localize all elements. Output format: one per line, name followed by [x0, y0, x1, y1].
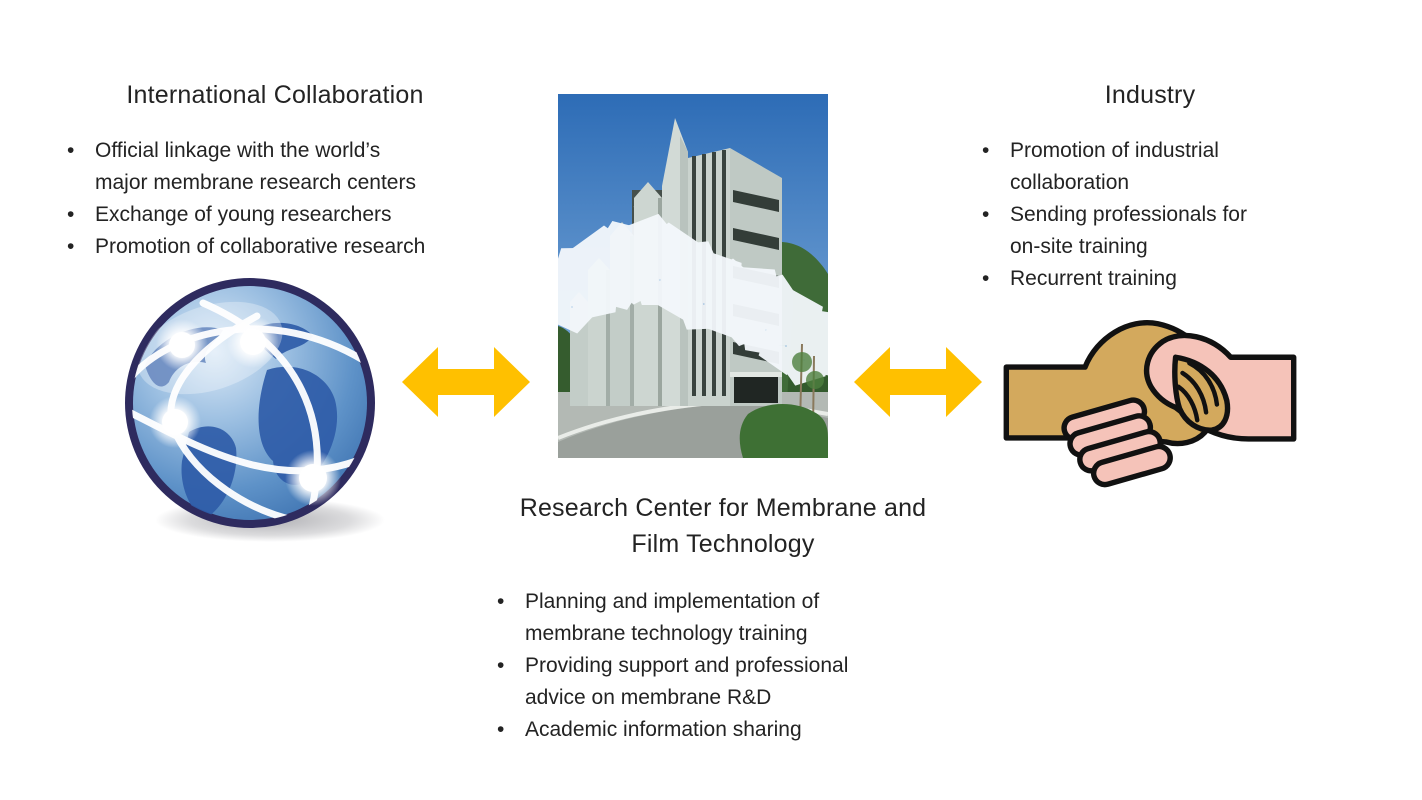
left-section-title: International Collaboration — [126, 81, 424, 109]
bullet-item: Promotion of collaborative research — [60, 231, 510, 263]
handshake-icon — [1002, 310, 1298, 497]
right-section-title: Industry — [1104, 81, 1196, 109]
left-bullet-list: Official linkage with the world’s major … — [60, 135, 510, 263]
bullet-item: Official linkage with the world’s major … — [60, 135, 510, 199]
bullet-item: Recurrent training — [975, 263, 1305, 295]
bullet-item: Sending professionals for on-site traini… — [975, 199, 1305, 263]
globe-network-icon — [105, 270, 405, 555]
international-collaboration-section: International Collaboration — [40, 80, 510, 110]
bullet-item: Promotion of industrial collaboration — [975, 135, 1305, 199]
center-bullet-list: Planning and implementation of membrane … — [490, 586, 930, 746]
bullet-item: Providing support and professional advic… — [490, 650, 930, 714]
industry-section: Industry — [1000, 80, 1300, 110]
center-section-title: Research Center for Membrane and Film Te… — [519, 494, 927, 558]
double-arrow-shape — [854, 347, 982, 417]
double-arrow-right-icon — [854, 347, 982, 417]
double-arrow-left-icon — [402, 347, 530, 417]
network-nodes — [149, 316, 341, 506]
research-center-building-photo — [558, 94, 828, 458]
bullet-item: Planning and implementation of membrane … — [490, 586, 930, 650]
bullet-item: Exchange of young researchers — [60, 199, 510, 231]
bullet-item: Academic information sharing — [490, 714, 930, 746]
double-arrow-shape — [402, 347, 530, 417]
right-bullet-list: Promotion of industrial collaboration Se… — [975, 135, 1305, 295]
